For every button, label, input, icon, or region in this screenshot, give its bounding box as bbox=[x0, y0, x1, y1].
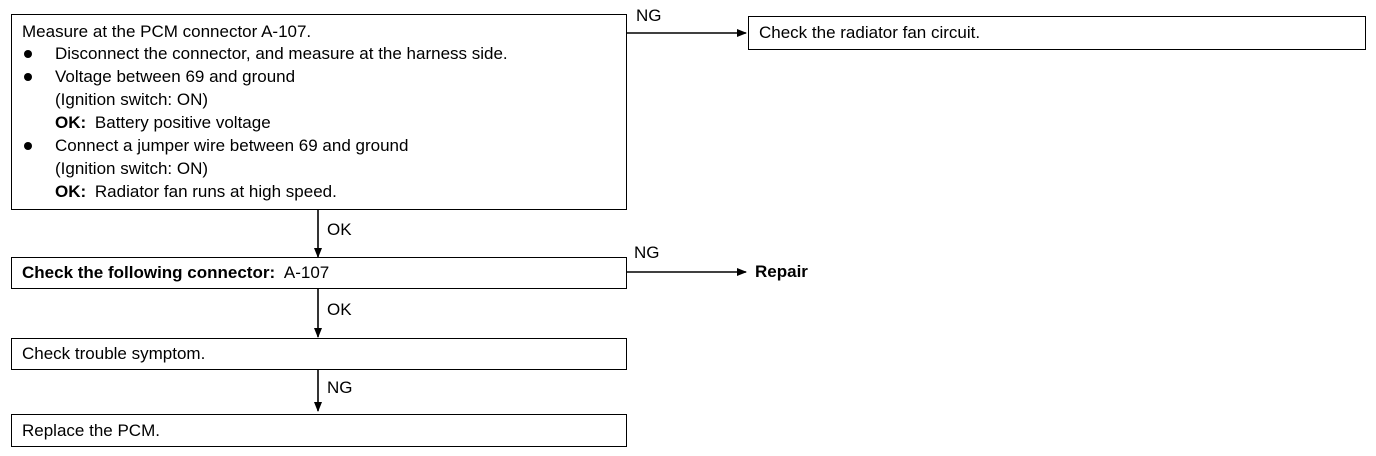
check-radiator-fan-circuit-box: Check the radiator fan circuit. bbox=[748, 16, 1366, 50]
connector-id: A-107 bbox=[283, 263, 330, 282]
ok-label: OK: bbox=[55, 182, 87, 201]
measure-title: Measure at the PCM connector A-107. bbox=[22, 22, 312, 41]
connector-check-text: Check the following connector: A-107 bbox=[22, 263, 329, 283]
step-voltage-ok: OK: Battery positive voltage bbox=[55, 113, 271, 133]
step-jumper: Connect a jumper wire between 69 and gro… bbox=[55, 136, 409, 155]
measure-pcm-connector-box: Measure at the PCM connector A-107. Disc… bbox=[11, 14, 627, 210]
step-voltage: Voltage between 69 and ground bbox=[55, 67, 296, 86]
step-disconnect: Disconnect the connector, and measure at… bbox=[55, 44, 508, 63]
step-jumper-ok: OK: Radiator fan runs at high speed. bbox=[55, 182, 337, 202]
bullet-icon bbox=[24, 142, 32, 150]
ng-label-bottom: NG bbox=[327, 378, 353, 397]
check-trouble-symptom-box: Check trouble symptom. bbox=[11, 338, 627, 370]
ok-text: Battery positive voltage bbox=[94, 113, 271, 132]
radiator-fan-text: Check the radiator fan circuit. bbox=[759, 23, 981, 42]
ng-label-top: NG bbox=[636, 6, 662, 25]
replace-pcm-text: Replace the PCM. bbox=[22, 421, 160, 440]
repair-label: Repair bbox=[755, 262, 808, 281]
bullet-icon bbox=[24, 50, 32, 58]
trouble-symptom-text: Check trouble symptom. bbox=[22, 344, 206, 363]
bullet-icon bbox=[24, 73, 32, 81]
connector-check-bold: Check the following connector: bbox=[22, 263, 276, 282]
step-voltage-condition: (Ignition switch: ON) bbox=[55, 90, 209, 109]
ok-text: Radiator fan runs at high speed. bbox=[94, 182, 337, 201]
check-connector-box: Check the following connector: A-107 bbox=[11, 257, 627, 289]
ok-label: OK: bbox=[55, 113, 87, 132]
ng-label-mid: NG bbox=[634, 243, 660, 262]
step-jumper-condition: (Ignition switch: ON) bbox=[55, 159, 209, 178]
replace-pcm-box: Replace the PCM. bbox=[11, 414, 627, 447]
ok-label-2: OK bbox=[327, 300, 352, 319]
ok-label-1: OK bbox=[327, 220, 352, 239]
